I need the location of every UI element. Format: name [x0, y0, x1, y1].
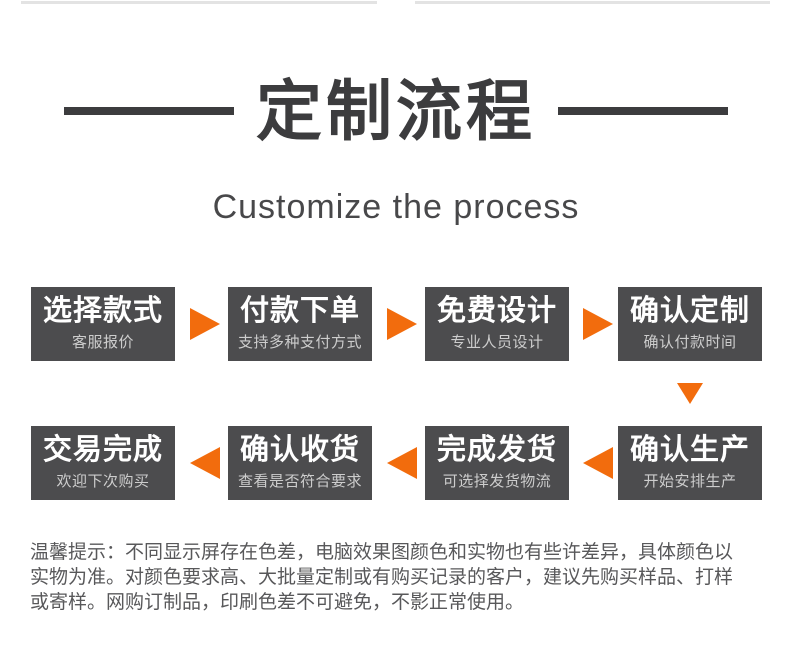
section-title: 定制流程: [256, 74, 536, 148]
step-shipment-done: 完成发货 可选择发货物流: [425, 426, 569, 500]
note-line: 实物为准。对颜色要求高、大批量定制或有购买记录的客户，建议先购买样品、打样: [30, 567, 734, 588]
note-line: 或寄样。网购订制品，印刷色差不可避免，不影正常使用。: [30, 592, 525, 613]
arrow-left-icon: [190, 447, 220, 479]
step-confirm-receipt: 确认收货 查看是否符合要求: [228, 426, 372, 500]
title-right-dash: [558, 107, 728, 115]
section-title-row: 定制流程: [0, 74, 792, 148]
step-title: 确认定制: [629, 294, 750, 327]
step-title: 确认生产: [629, 433, 750, 466]
arrow-right-icon: [190, 308, 220, 340]
note-line: 温馨提示：不同显示屏存在色差，电脑效果图颜色和实物也有些许差异，具体颜色以: [30, 542, 734, 563]
section-subtitle: Customize the process: [212, 188, 580, 226]
step-subtitle: 开始安排生产: [643, 473, 737, 491]
step-title: 交易完成: [42, 433, 163, 466]
step-confirm-custom: 确认定制 确认付款时间: [618, 287, 762, 361]
top-divider-left: [21, 1, 377, 4]
step-subtitle: 客服报价: [71, 334, 134, 352]
step-subtitle: 可选择发货物流: [442, 473, 552, 491]
step-subtitle: 查看是否符合要求: [237, 473, 362, 491]
step-subtitle: 支持多种支付方式: [237, 334, 362, 352]
step-title: 免费设计: [436, 294, 557, 327]
step-subtitle: 欢迎下次购买: [56, 473, 150, 491]
step-title: 确认收货: [239, 433, 360, 466]
step-subtitle: 专业人员设计: [450, 334, 544, 352]
arrow-right-icon: [387, 308, 417, 340]
step-title: 完成发货: [436, 433, 557, 466]
step-deal-complete: 交易完成 欢迎下次购买: [31, 426, 175, 500]
arrow-right-icon: [583, 308, 613, 340]
arrow-down-icon: [677, 383, 703, 404]
step-free-design: 免费设计 专业人员设计: [425, 287, 569, 361]
arrow-left-icon: [583, 447, 613, 479]
step-title: 选择款式: [42, 294, 163, 327]
step-confirm-production: 确认生产 开始安排生产: [618, 426, 762, 500]
title-left-dash: [64, 107, 234, 115]
arrow-left-icon: [387, 447, 417, 479]
step-select-style: 选择款式 客服报价: [31, 287, 175, 361]
footer-note: 温馨提示：不同显示屏存在色差，电脑效果图颜色和实物也有些许差异，具体颜色以 实物…: [30, 540, 775, 615]
step-subtitle: 确认付款时间: [643, 334, 737, 352]
step-pay-order: 付款下单 支持多种支付方式: [228, 287, 372, 361]
step-title: 付款下单: [239, 294, 360, 327]
top-divider-right: [415, 1, 770, 4]
